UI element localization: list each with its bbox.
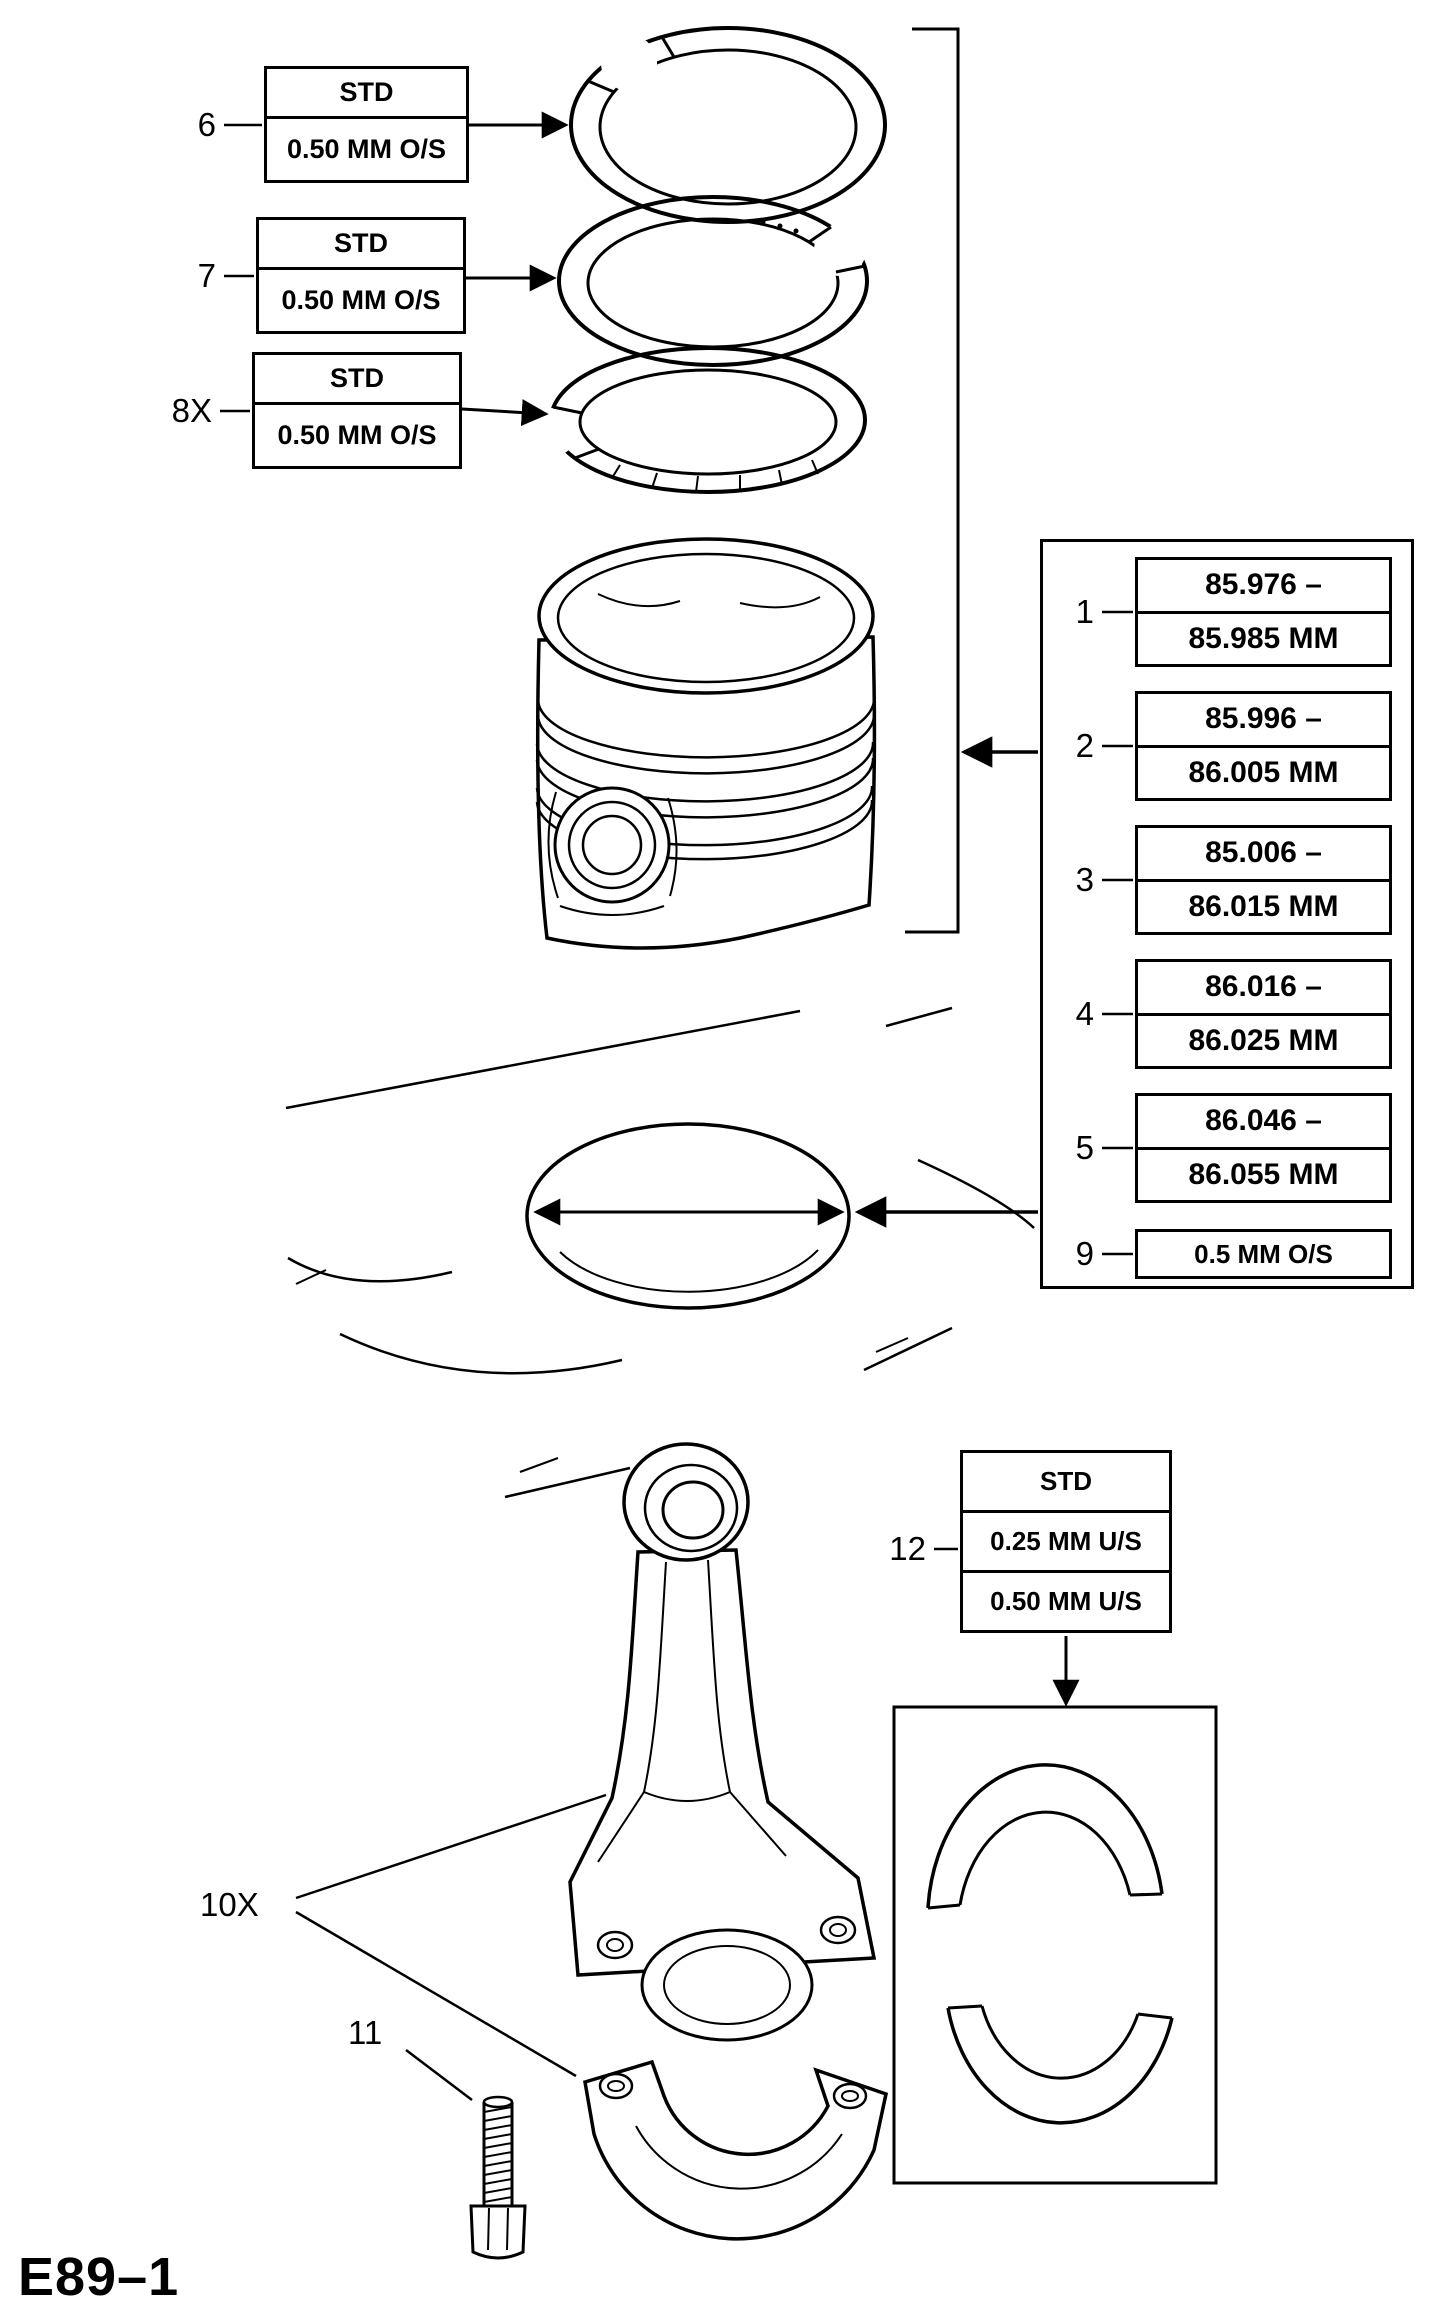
- ring-oversize-value: 0.50 MM O/S: [255, 402, 459, 466]
- oil-control-ring-drawing: [529, 346, 867, 494]
- piston-grade-box-4: 86.016 – 86.025 MM: [1135, 959, 1392, 1069]
- ring-oversize-value: 0.50 MM O/S: [267, 116, 466, 180]
- grade-range-end: 86.025 MM: [1138, 1012, 1389, 1067]
- cylinder-bore-drawing: [525, 1122, 851, 1310]
- grade-range-start: 86.016 –: [1205, 970, 1322, 1004]
- grade-range-end: 86.015 MM: [1138, 878, 1389, 933]
- grade-range-start: 86.046 –: [1205, 1104, 1322, 1138]
- bolt-drawing: [469, 2095, 527, 2260]
- grade-range-start: 85.976 –: [1205, 568, 1322, 602]
- grade-range-start: 85.006 –: [1205, 836, 1322, 870]
- ref-number-8x: 8X: [171, 392, 212, 429]
- grade-ref-ticks: [1102, 610, 1133, 1256]
- leader-10x-rod: [295, 1793, 607, 1900]
- piston-group-bracket: [905, 27, 960, 934]
- ref-number-10x: 10X: [200, 1886, 259, 1923]
- ref-number-7: 7: [197, 257, 216, 294]
- ref-number-6: 6: [197, 106, 216, 143]
- ref-number-5: 5: [1075, 1129, 1094, 1166]
- ref-number-11: 11: [348, 2014, 383, 2051]
- piston-grade-box-5: 86.046 – 86.055 MM: [1135, 1093, 1392, 1203]
- ring-std-value: STD: [334, 228, 388, 258]
- bearing-size-std: STD: [1040, 1466, 1092, 1496]
- top-compression-ring-drawing: [569, 26, 887, 224]
- ref-number-9: 9: [1075, 1235, 1094, 1272]
- piston-grade-box-3: 85.006 – 86.015 MM: [1135, 825, 1392, 935]
- arrow-ring-3: [461, 399, 549, 427]
- ref-number-3: 3: [1075, 861, 1094, 898]
- cylinder-block-deck-drawing: [285, 1006, 1035, 1499]
- grade-range-end: 85.985 MM: [1138, 610, 1389, 665]
- grade-range-end: 86.055 MM: [1138, 1146, 1389, 1201]
- bearing-cap-drawing: [583, 2059, 889, 2241]
- grade-range-start: 85.996 –: [1205, 702, 1322, 736]
- ring-size-callout-7: STD 0.50 MM O/S: [256, 217, 466, 334]
- ring-size-callout-8x: STD 0.50 MM O/S: [252, 352, 462, 469]
- ref-number-4: 4: [1075, 995, 1094, 1032]
- bolt-threads: [483, 2106, 513, 2203]
- ref-number-1: 1: [1075, 593, 1094, 630]
- ring-oversize-value: 0.50 MM O/S: [259, 267, 463, 331]
- piston-grade-box-2: 85.996 – 86.005 MM: [1135, 691, 1392, 801]
- bearing-size-025-undersize: 0.25 MM U/S: [963, 1510, 1169, 1570]
- bearing-shells-frame: [892, 1705, 1218, 2185]
- bearing-shells-drawing: [892, 1705, 1218, 2185]
- piston-grade-box-1: 85.976 – 85.985 MM: [1135, 557, 1392, 667]
- piston-grade-table-frame: [1040, 539, 1414, 1289]
- piston-drawing: [535, 537, 877, 950]
- ring-size-callout-6: STD 0.50 MM O/S: [264, 66, 469, 183]
- callout-leaders-and-arrows: [220, 111, 1133, 2101]
- bore-oversize-box: 0.5 MM O/S: [1135, 1229, 1392, 1279]
- connecting-rod-drawing: [568, 1442, 877, 2042]
- ring-std-value: STD: [330, 363, 384, 393]
- ring-std-value: STD: [339, 77, 394, 107]
- leader-10x-cap: [295, 1910, 577, 2078]
- oversize-value: 0.5 MM O/S: [1194, 1238, 1333, 1269]
- grade-range-end: 86.005 MM: [1138, 744, 1389, 799]
- leader-ref-11: [405, 2049, 473, 2101]
- bearing-size-callout-12: STD 0.25 MM U/S 0.50 MM U/S: [960, 1450, 1172, 1633]
- ref-number-12: 12: [889, 1530, 926, 1567]
- figure-code: E89–1: [18, 2247, 180, 2307]
- bearing-size-050-undersize: 0.50 MM U/S: [963, 1570, 1169, 1630]
- ref-number-2: 2: [1075, 727, 1094, 764]
